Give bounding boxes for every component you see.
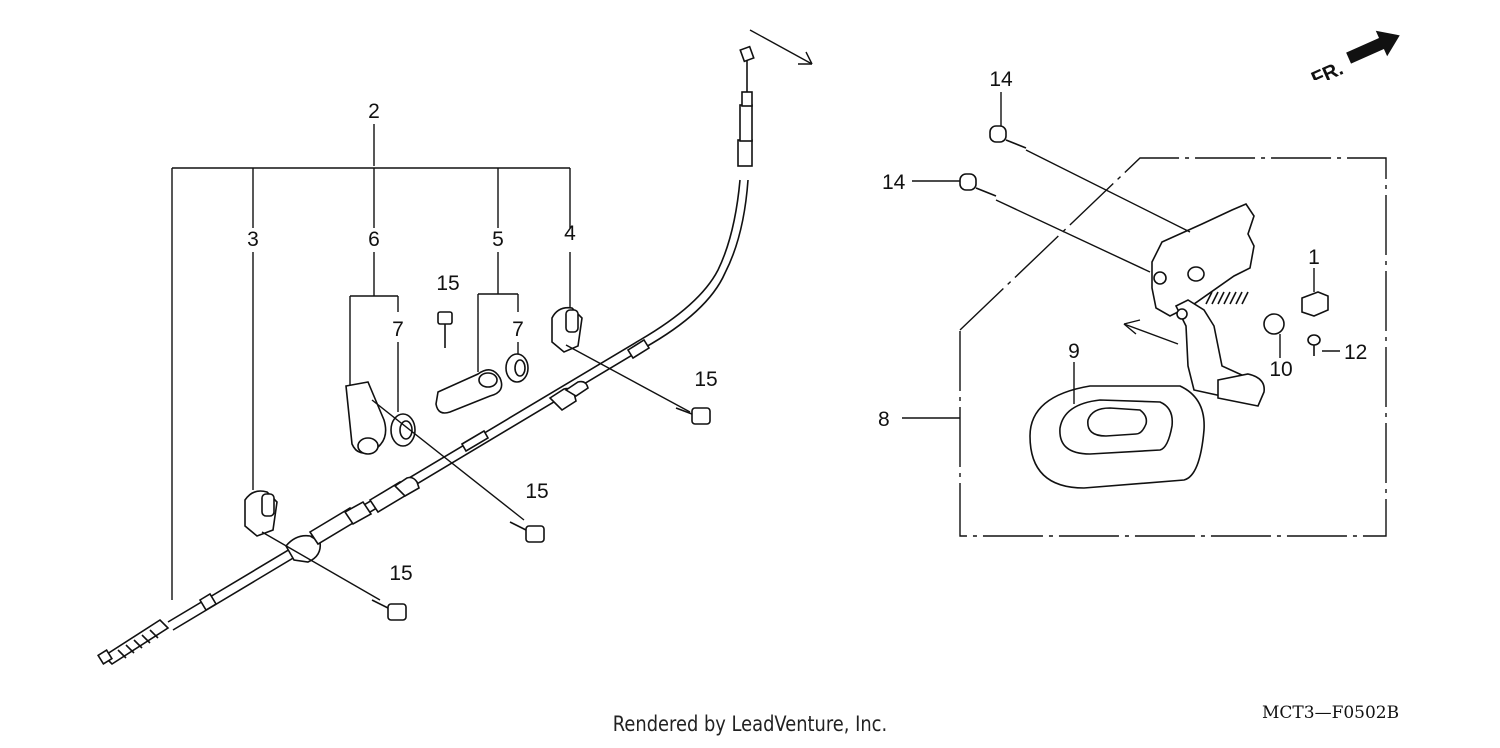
label-part-1: 1 xyxy=(1308,246,1320,269)
clamp-part-5 xyxy=(435,369,503,414)
drawing-code: MCT3—F0502B xyxy=(1262,703,1400,723)
front-arrow-icon xyxy=(1346,30,1400,64)
label-part-15-bottom: 15 xyxy=(389,562,412,585)
boot-part-9 xyxy=(1029,362,1205,489)
label-part-3: 3 xyxy=(247,228,259,251)
switch-part-1 xyxy=(1301,268,1329,317)
label-part-6: 6 xyxy=(368,228,380,251)
bracket-part-6 xyxy=(345,381,387,455)
label-part-7-right: 7 xyxy=(512,318,524,341)
grommet-part-7-upper xyxy=(505,353,529,383)
label-part-5: 5 xyxy=(492,228,504,251)
label-part-9: 9 xyxy=(1068,340,1080,363)
label-part-4: 4 xyxy=(564,222,576,245)
bolt-part-15-right xyxy=(565,344,711,425)
front-direction-marker: FR. xyxy=(1308,30,1400,80)
label-part-10: 10 xyxy=(1269,358,1292,381)
bolt-part-15-top xyxy=(437,311,453,348)
stopper-part-10 xyxy=(1263,313,1285,358)
label-part-12: 12 xyxy=(1344,341,1367,364)
front-marker-label: FR. xyxy=(1308,58,1346,80)
bolt-part-14-upper xyxy=(989,92,1191,233)
clamp-part-4 xyxy=(551,306,583,353)
part-2-bracket-tree xyxy=(171,124,571,600)
parking-brake-cable xyxy=(97,29,813,666)
label-part-15-right: 15 xyxy=(694,368,717,391)
bolt-part-15-bottom xyxy=(261,531,407,621)
render-credit: Rendered by LeadVenture, Inc. xyxy=(612,712,888,736)
label-part-8: 8 xyxy=(878,408,890,431)
screw-part-12 xyxy=(1307,334,1340,356)
label-part-14-upper: 14 xyxy=(989,68,1013,91)
label-part-14-lower: 14 xyxy=(882,171,906,194)
clamp-part-3 xyxy=(244,490,278,537)
label-part-15-middle: 15 xyxy=(525,480,548,503)
grommet-part-7-lower xyxy=(390,413,416,447)
label-part-7-left: 7 xyxy=(392,318,404,341)
bolt-part-15-middle xyxy=(371,399,545,543)
label-part-2: 2 xyxy=(368,100,380,123)
part-8-boundary xyxy=(902,157,1387,537)
lever-assembly-part-8 xyxy=(1123,203,1265,407)
label-part-15-top: 15 xyxy=(436,272,459,295)
bolt-part-14-lower xyxy=(912,173,1151,273)
